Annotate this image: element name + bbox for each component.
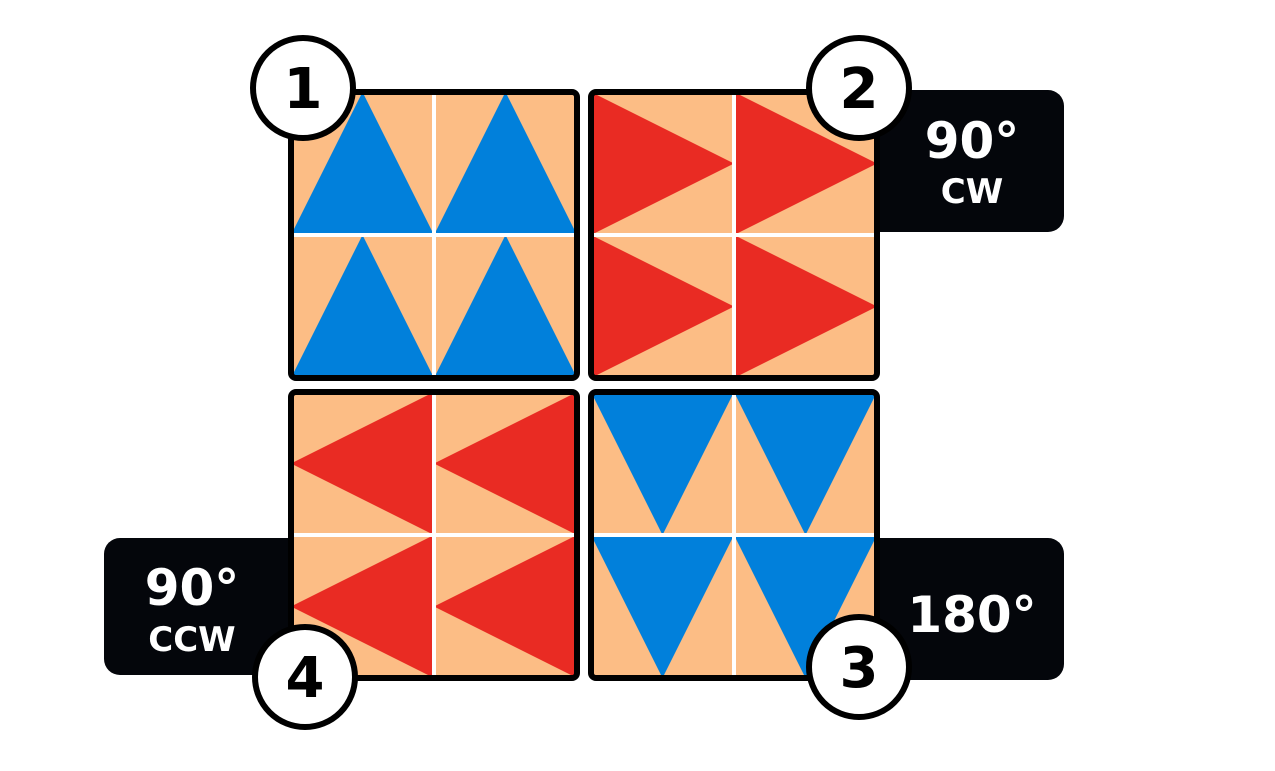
quadrant-2-triangle-1 xyxy=(734,92,877,235)
badge-180-angle: 180° xyxy=(907,586,1036,644)
quadrant-grid xyxy=(288,89,880,681)
badge-90-cw: 90° CW xyxy=(862,90,1064,232)
quadrant-1-separator-h xyxy=(291,233,577,237)
quadrant-3-triangle-3 xyxy=(734,392,877,535)
number-1: 1 xyxy=(284,57,323,122)
quadrant-1-pattern xyxy=(291,92,577,378)
quadrant-2-triangle-2 xyxy=(734,235,877,378)
quadrant-2-triangle-3 xyxy=(591,92,734,235)
quadrant-4-triangle-4 xyxy=(434,392,577,535)
badge-90-ccw-angle: 90° xyxy=(145,559,240,617)
number-2: 2 xyxy=(840,57,879,122)
quadrant-2-triangle-4 xyxy=(591,235,734,378)
quadrant-1-triangle-2 xyxy=(434,92,577,235)
quadrant-3-triangle-4 xyxy=(591,392,734,535)
quadrant-4-separator-h xyxy=(432,392,436,678)
quadrant-4-triangle-3 xyxy=(434,535,577,678)
quadrant-4-triangle-2 xyxy=(291,392,434,535)
number-4: 4 xyxy=(286,646,325,711)
quadrant-4 xyxy=(288,389,580,681)
quadrant-4-triangle-1 xyxy=(291,535,434,678)
quadrant-3-separator-h xyxy=(591,533,877,537)
number-circle-1: 1 xyxy=(250,35,356,141)
quadrant-2-pattern xyxy=(591,92,877,378)
number-circle-4: 4 xyxy=(252,624,358,730)
number-circle-3: 3 xyxy=(806,614,912,720)
quadrant-1-frame xyxy=(288,89,580,381)
badge-180: 180° xyxy=(862,538,1064,680)
quadrant-1 xyxy=(288,89,580,381)
number-3: 3 xyxy=(840,636,879,701)
quadrant-4-pattern xyxy=(291,392,577,678)
quadrant-3-triangle-1 xyxy=(734,535,877,678)
badge-90-ccw-direction: CCW xyxy=(148,620,235,660)
quadrant-3-frame xyxy=(588,389,880,681)
quadrant-3-triangle-2 xyxy=(591,535,734,678)
quadrant-1-triangle-1 xyxy=(291,92,434,235)
quadrant-1-triangle-4 xyxy=(434,235,577,378)
quadrant-4-frame xyxy=(288,389,580,681)
number-circle-2: 2 xyxy=(806,35,912,141)
badge-90-cw-direction: CW xyxy=(941,172,1003,212)
badge-90-ccw: 90° CCW xyxy=(104,538,306,675)
quadrant-1-triangle-3 xyxy=(291,235,434,378)
quadrant-2-separator-h xyxy=(732,92,736,378)
quadrant-2-frame xyxy=(588,89,880,381)
quadrant-2 xyxy=(588,89,880,381)
badge-90-cw-angle: 90° xyxy=(925,112,1020,170)
